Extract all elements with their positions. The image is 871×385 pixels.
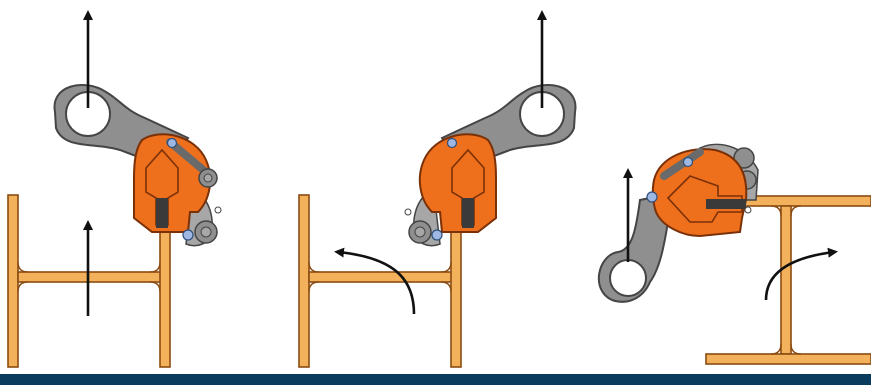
rotation-arrow [764, 247, 838, 301]
rotation-arrow [334, 247, 416, 315]
panel-2 [298, 10, 577, 368]
panel-1 [7, 10, 222, 368]
lifting-eye [597, 193, 670, 303]
clamp [133, 133, 222, 247]
footer-bar [0, 374, 871, 385]
panel-3 [597, 143, 871, 365]
clamp [646, 143, 759, 238]
i-beam [705, 195, 871, 365]
clamp [404, 133, 497, 247]
